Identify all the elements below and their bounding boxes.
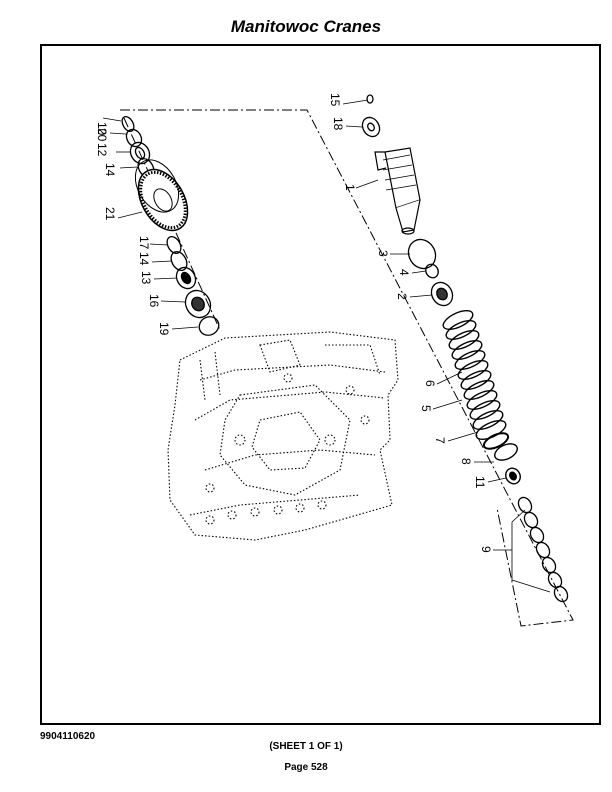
callout-4: 4 bbox=[397, 269, 411, 276]
callout-11: 11 bbox=[473, 476, 487, 489]
callout-21: 21 bbox=[103, 207, 117, 221]
callout-9: 9 bbox=[479, 546, 493, 553]
callout-5: 5 bbox=[419, 405, 433, 412]
callout-18: 18 bbox=[331, 117, 345, 131]
callout-17: 17 bbox=[137, 236, 151, 250]
left-gear-stack bbox=[121, 115, 155, 178]
callout-10: 10 bbox=[95, 122, 109, 136]
callout-8: 8 bbox=[459, 458, 473, 465]
document-number: 9904110620 bbox=[40, 731, 96, 742]
callout-2: 2 bbox=[395, 293, 409, 300]
part-callouts: 10 20 12 14 21 17 14 13 16 19 15 18 1 3 … bbox=[95, 93, 493, 553]
clutch-disc-pack bbox=[442, 310, 521, 485]
transmission-housing bbox=[167, 331, 399, 541]
large-gear bbox=[134, 159, 189, 232]
right-seal-bearing bbox=[407, 238, 454, 307]
left-bearing-stack bbox=[166, 235, 220, 336]
sheet-indicator: (SHEET 1 OF 1) bbox=[269, 741, 343, 752]
callout-19: 19 bbox=[157, 322, 171, 336]
callout-12: 12 bbox=[95, 143, 109, 157]
callout-7: 7 bbox=[433, 437, 447, 444]
right-top-stack bbox=[361, 94, 381, 138]
pinion-shaft bbox=[374, 147, 421, 235]
exploded-parts-diagram: 10 20 12 14 21 17 14 13 16 19 15 18 1 3 … bbox=[95, 93, 574, 627]
callout-14b: 14 bbox=[137, 252, 151, 266]
callout-1: 1 bbox=[343, 184, 357, 191]
callout-3: 3 bbox=[376, 250, 390, 257]
page-number: Page 528 bbox=[284, 762, 328, 773]
callout-13: 13 bbox=[139, 271, 153, 285]
document-title: Manitowoc Cranes bbox=[230, 17, 382, 36]
leader-lines bbox=[102, 99, 551, 593]
washer-stack bbox=[517, 496, 569, 603]
callout-16: 16 bbox=[147, 294, 161, 308]
callout-14: 14 bbox=[103, 163, 117, 177]
callout-15: 15 bbox=[328, 93, 342, 107]
diagram-frame: 10 20 12 14 21 17 14 13 16 19 15 18 1 3 … bbox=[40, 44, 601, 725]
callout-6: 6 bbox=[423, 380, 437, 387]
callout-20: 20 bbox=[95, 128, 109, 142]
